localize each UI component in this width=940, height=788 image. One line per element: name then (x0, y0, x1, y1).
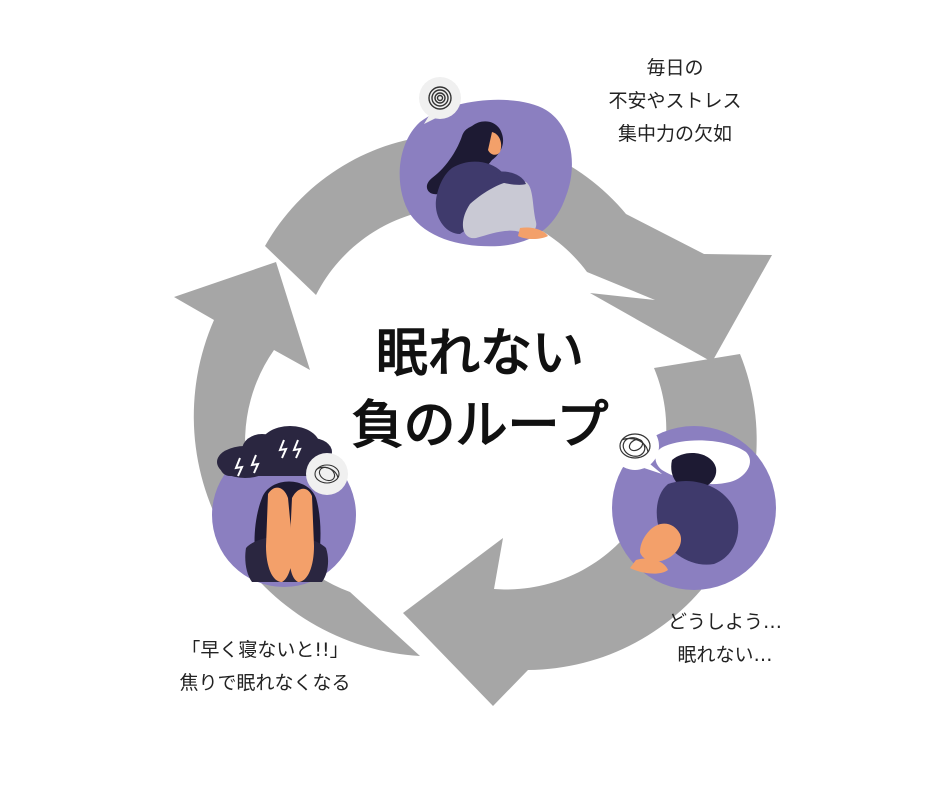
curled-feet (630, 558, 668, 574)
arrow-top-right (265, 134, 772, 362)
diagram-title: 眠れない 負のループ (330, 318, 630, 462)
stressed-hands (266, 487, 293, 582)
woman-face (488, 132, 502, 155)
anxious-woman-illustration (399, 77, 572, 247)
caption-left-line-1: 「早く寝ないと!!」 (181, 639, 349, 661)
thought-bubble (611, 422, 659, 470)
arrow-left (174, 262, 420, 656)
stressed-woman-illustration (212, 426, 356, 587)
swirl-thought-icon (619, 433, 651, 459)
thought-bubble (306, 453, 348, 495)
title-line-2: 負のループ (351, 396, 609, 456)
caption-right-line-1: どうしよう… (667, 611, 782, 633)
caption-left-line-2: 焦りで眠れなくなる (179, 672, 351, 694)
woman-arm (496, 171, 526, 185)
woman-legs (462, 180, 537, 239)
lightning-icon (234, 439, 302, 477)
caption-top-line-1: 毎日の (646, 57, 704, 79)
caption-top-line-3: 集中力の欠如 (617, 123, 732, 145)
caption-left: 「早く寝ないと!!」 焦りで眠れなくなる (145, 634, 385, 700)
title-line-1: 眠れない (375, 324, 584, 384)
caption-right-line-2: 眠れない… (677, 644, 773, 666)
speech-bubble (419, 77, 461, 119)
woman-body (435, 161, 516, 234)
swirl-thought-icon (428, 86, 452, 110)
caption-right: どうしよう… 眠れない… (640, 606, 810, 672)
curled-arm (640, 523, 682, 562)
curled-hair (671, 453, 717, 490)
woman-foot (518, 227, 548, 239)
caption-top: 毎日の 不安やストレス 集中力の欠如 (575, 52, 775, 151)
swirl-thought-icon (314, 464, 340, 484)
sleepless-woman-illustration (611, 422, 776, 590)
caption-top-line-2: 不安やストレス (608, 90, 742, 112)
